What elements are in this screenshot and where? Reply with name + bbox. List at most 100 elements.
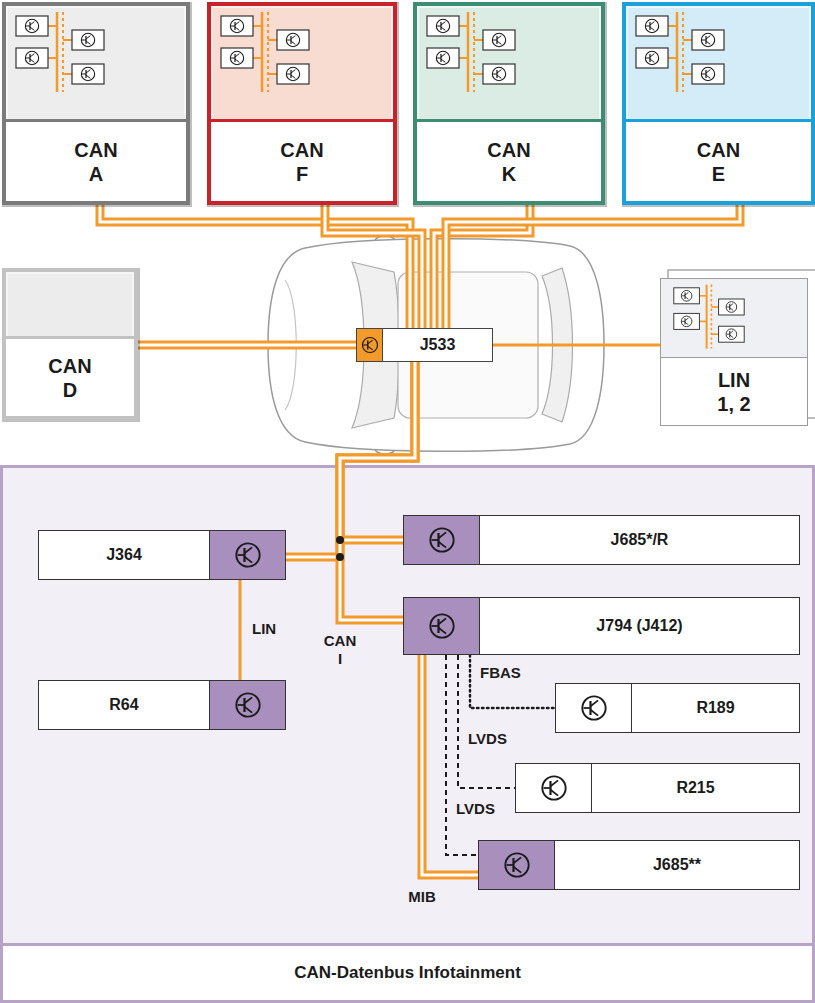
label-panel: CAN F bbox=[211, 119, 393, 201]
ecu-group-icon bbox=[669, 283, 759, 352]
label-panel: CAN A bbox=[6, 119, 186, 201]
bus-group-box: CAN K bbox=[413, 2, 605, 205]
icon-panel bbox=[209, 531, 285, 579]
ecu-frame bbox=[16, 48, 48, 68]
transistor-symbol bbox=[236, 543, 259, 566]
bus-line bbox=[340, 362, 415, 620]
bus-group-box: CAN A bbox=[2, 2, 190, 205]
transistor-symbol bbox=[505, 853, 528, 876]
bus-name: CAN A bbox=[74, 138, 117, 186]
bus-wire bbox=[676, 12, 679, 92]
bus-line bbox=[325, 205, 422, 328]
ecu-icon bbox=[234, 541, 262, 569]
bus-name: CAN F bbox=[280, 138, 323, 186]
unit-name: J685** bbox=[653, 856, 701, 874]
bus-stub bbox=[711, 306, 718, 308]
ecu-frame bbox=[72, 30, 104, 50]
bus-label: CAN I bbox=[322, 632, 359, 668]
bus-line-core bbox=[138, 344, 356, 347]
fbas-line bbox=[470, 655, 555, 708]
bus-stub bbox=[668, 57, 677, 59]
title-band: CAN-Datenbus Infotainment bbox=[0, 943, 815, 1003]
control-unit-box: J685*/R bbox=[403, 515, 800, 565]
signal-label: LVDS bbox=[466, 730, 509, 748]
bus-wire bbox=[711, 285, 713, 349]
ecu-frame bbox=[427, 48, 459, 68]
control-unit-box: R64 bbox=[38, 680, 286, 730]
icon-panel bbox=[556, 684, 632, 732]
bus-line bbox=[325, 205, 422, 328]
transistor-symbol bbox=[681, 290, 692, 301]
unit-name: R64 bbox=[109, 696, 138, 714]
bus-stub bbox=[699, 295, 706, 297]
ecu-frame bbox=[483, 64, 515, 84]
ecu-icon bbox=[428, 612, 456, 640]
bus-stub bbox=[48, 25, 57, 27]
label-panel: CAN E bbox=[626, 119, 811, 201]
transistor-symbol bbox=[286, 33, 299, 46]
bus-name: CAN K bbox=[487, 138, 530, 186]
bus-stub bbox=[459, 57, 468, 59]
region-ground bbox=[2, 467, 814, 1002]
label-panel: J685** bbox=[555, 841, 799, 889]
ecu-group-icon bbox=[421, 10, 533, 96]
bus-line bbox=[100, 205, 410, 328]
bus-wire bbox=[473, 12, 475, 92]
unit-name: R215 bbox=[676, 779, 714, 797]
bus-stub bbox=[268, 39, 277, 41]
icon-panel bbox=[479, 841, 555, 889]
bus-wire bbox=[467, 12, 470, 92]
video-line bbox=[458, 655, 515, 788]
bus-wire bbox=[56, 12, 59, 92]
transistor-symbol bbox=[25, 19, 38, 32]
ecu-frame bbox=[674, 288, 700, 304]
icon-panel bbox=[357, 329, 383, 361]
bus-stub bbox=[48, 57, 57, 59]
bus-line bbox=[138, 345, 356, 346]
ecu-icon bbox=[428, 526, 456, 554]
bus-wire bbox=[261, 12, 264, 92]
ecu-group-icon bbox=[630, 10, 742, 96]
transistor-symbol bbox=[542, 776, 565, 799]
unit-name: J794 (J412) bbox=[596, 617, 682, 635]
ecu-frame bbox=[221, 16, 253, 36]
bus-stub bbox=[63, 39, 72, 41]
bus-wire bbox=[62, 12, 64, 92]
unit-name: J685*/R bbox=[611, 531, 669, 549]
control-unit-box: J364 bbox=[38, 530, 286, 580]
bus-line-core bbox=[100, 205, 410, 328]
bus-group-box: CAN F bbox=[207, 2, 397, 205]
transistor-symbol bbox=[25, 51, 38, 64]
bus-stub bbox=[668, 25, 677, 27]
ecu-icon bbox=[361, 336, 379, 354]
ecu-frame bbox=[692, 64, 724, 84]
region-title: CAN-Datenbus Infotainment bbox=[294, 963, 521, 983]
ecu-icon bbox=[540, 774, 568, 802]
bus-line bbox=[340, 362, 415, 620]
transistor-symbol bbox=[726, 329, 737, 340]
label-panel: J533 bbox=[383, 329, 492, 361]
bus-line bbox=[240, 580, 241, 680]
bus-line bbox=[493, 345, 660, 346]
signal-label: MIB bbox=[406, 888, 438, 906]
bus-line-core bbox=[340, 362, 415, 540]
ecu-frame bbox=[483, 30, 515, 50]
label-panel: J685*/R bbox=[480, 516, 799, 564]
transistor-symbol bbox=[492, 33, 505, 46]
bus-name: LIN 1, 2 bbox=[711, 368, 757, 416]
ecu-frame bbox=[636, 48, 668, 68]
bus-stub bbox=[63, 73, 72, 75]
transistor-symbol bbox=[701, 67, 714, 80]
bus-stub bbox=[459, 25, 468, 27]
bus-stub bbox=[474, 73, 483, 75]
bus-line-core bbox=[422, 655, 478, 875]
transistor-symbol bbox=[701, 33, 714, 46]
bus-stub bbox=[683, 39, 692, 41]
label-panel: J794 (J412) bbox=[480, 598, 799, 654]
ecu-icon bbox=[234, 691, 262, 719]
control-unit-box: R189 bbox=[555, 683, 800, 733]
transistor-symbol bbox=[492, 67, 505, 80]
bus-line-core bbox=[325, 205, 422, 328]
unit-name: J364 bbox=[106, 546, 142, 564]
lvds-line bbox=[446, 655, 478, 855]
